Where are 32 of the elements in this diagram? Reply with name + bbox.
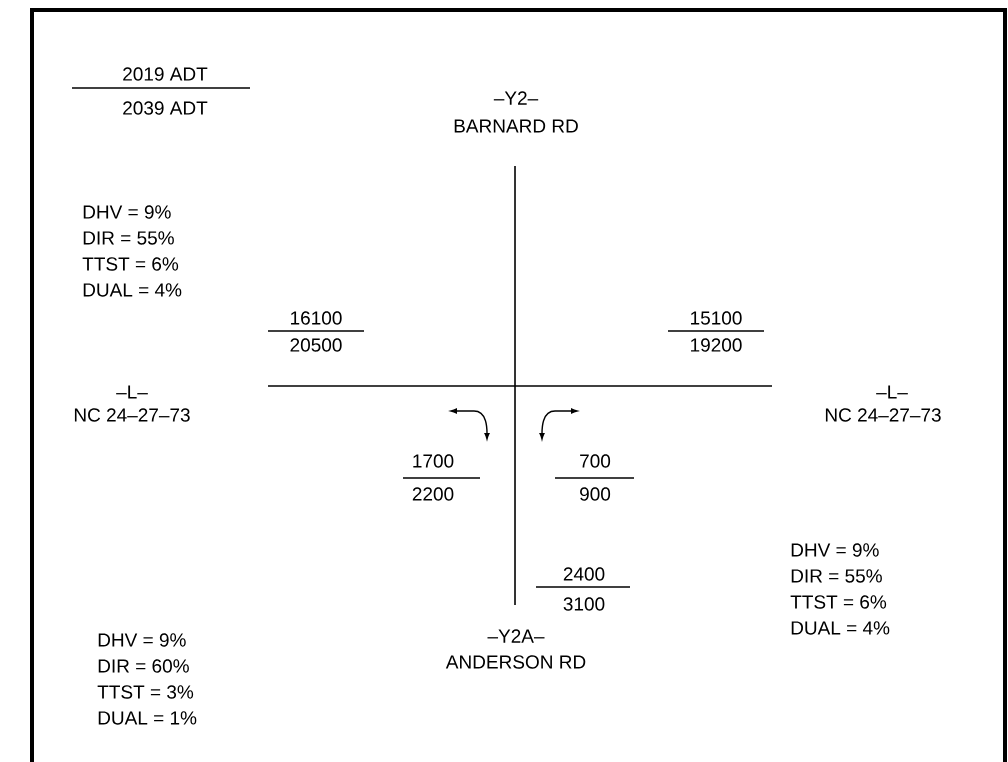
label: 700 [580,454,611,468]
label: 900 [580,487,611,501]
label: NC 24–27–73 [825,408,941,422]
label: BARNARD RD [454,119,578,133]
label: –Y2A– [487,629,545,643]
label: 2400 [563,567,605,581]
label: NC 24–27–73 [74,408,190,422]
label: TTST = 3% [97,685,194,699]
label: –Y2– [493,91,539,105]
label: TTST = 6% [790,595,887,609]
label: DUAL = 1% [98,711,197,725]
label: –L– [116,385,148,399]
label: 19200 [691,338,742,352]
label: 20500 [290,338,342,352]
label: 16100 [291,311,342,325]
label: 3100 [563,597,605,611]
label: 2200 [412,487,454,501]
label: 2039 ADT [123,101,208,115]
label: DIR = 60% [98,659,189,673]
label: DHV = 9% [98,633,186,647]
label: 15100 [691,311,742,325]
label: DIR = 55% [791,569,882,583]
label: ANDERSON RD [445,655,586,669]
label: 1700 [413,454,454,468]
label: 2019 ADT [123,67,208,81]
label: DHV = 9% [791,543,879,557]
label: –L– [876,385,908,399]
label: TTST = 6% [82,257,179,271]
label: DUAL = 4% [83,283,182,297]
label: DIR = 55% [83,231,174,245]
label: DHV = 9% [83,205,171,219]
label: DUAL = 4% [791,621,890,635]
